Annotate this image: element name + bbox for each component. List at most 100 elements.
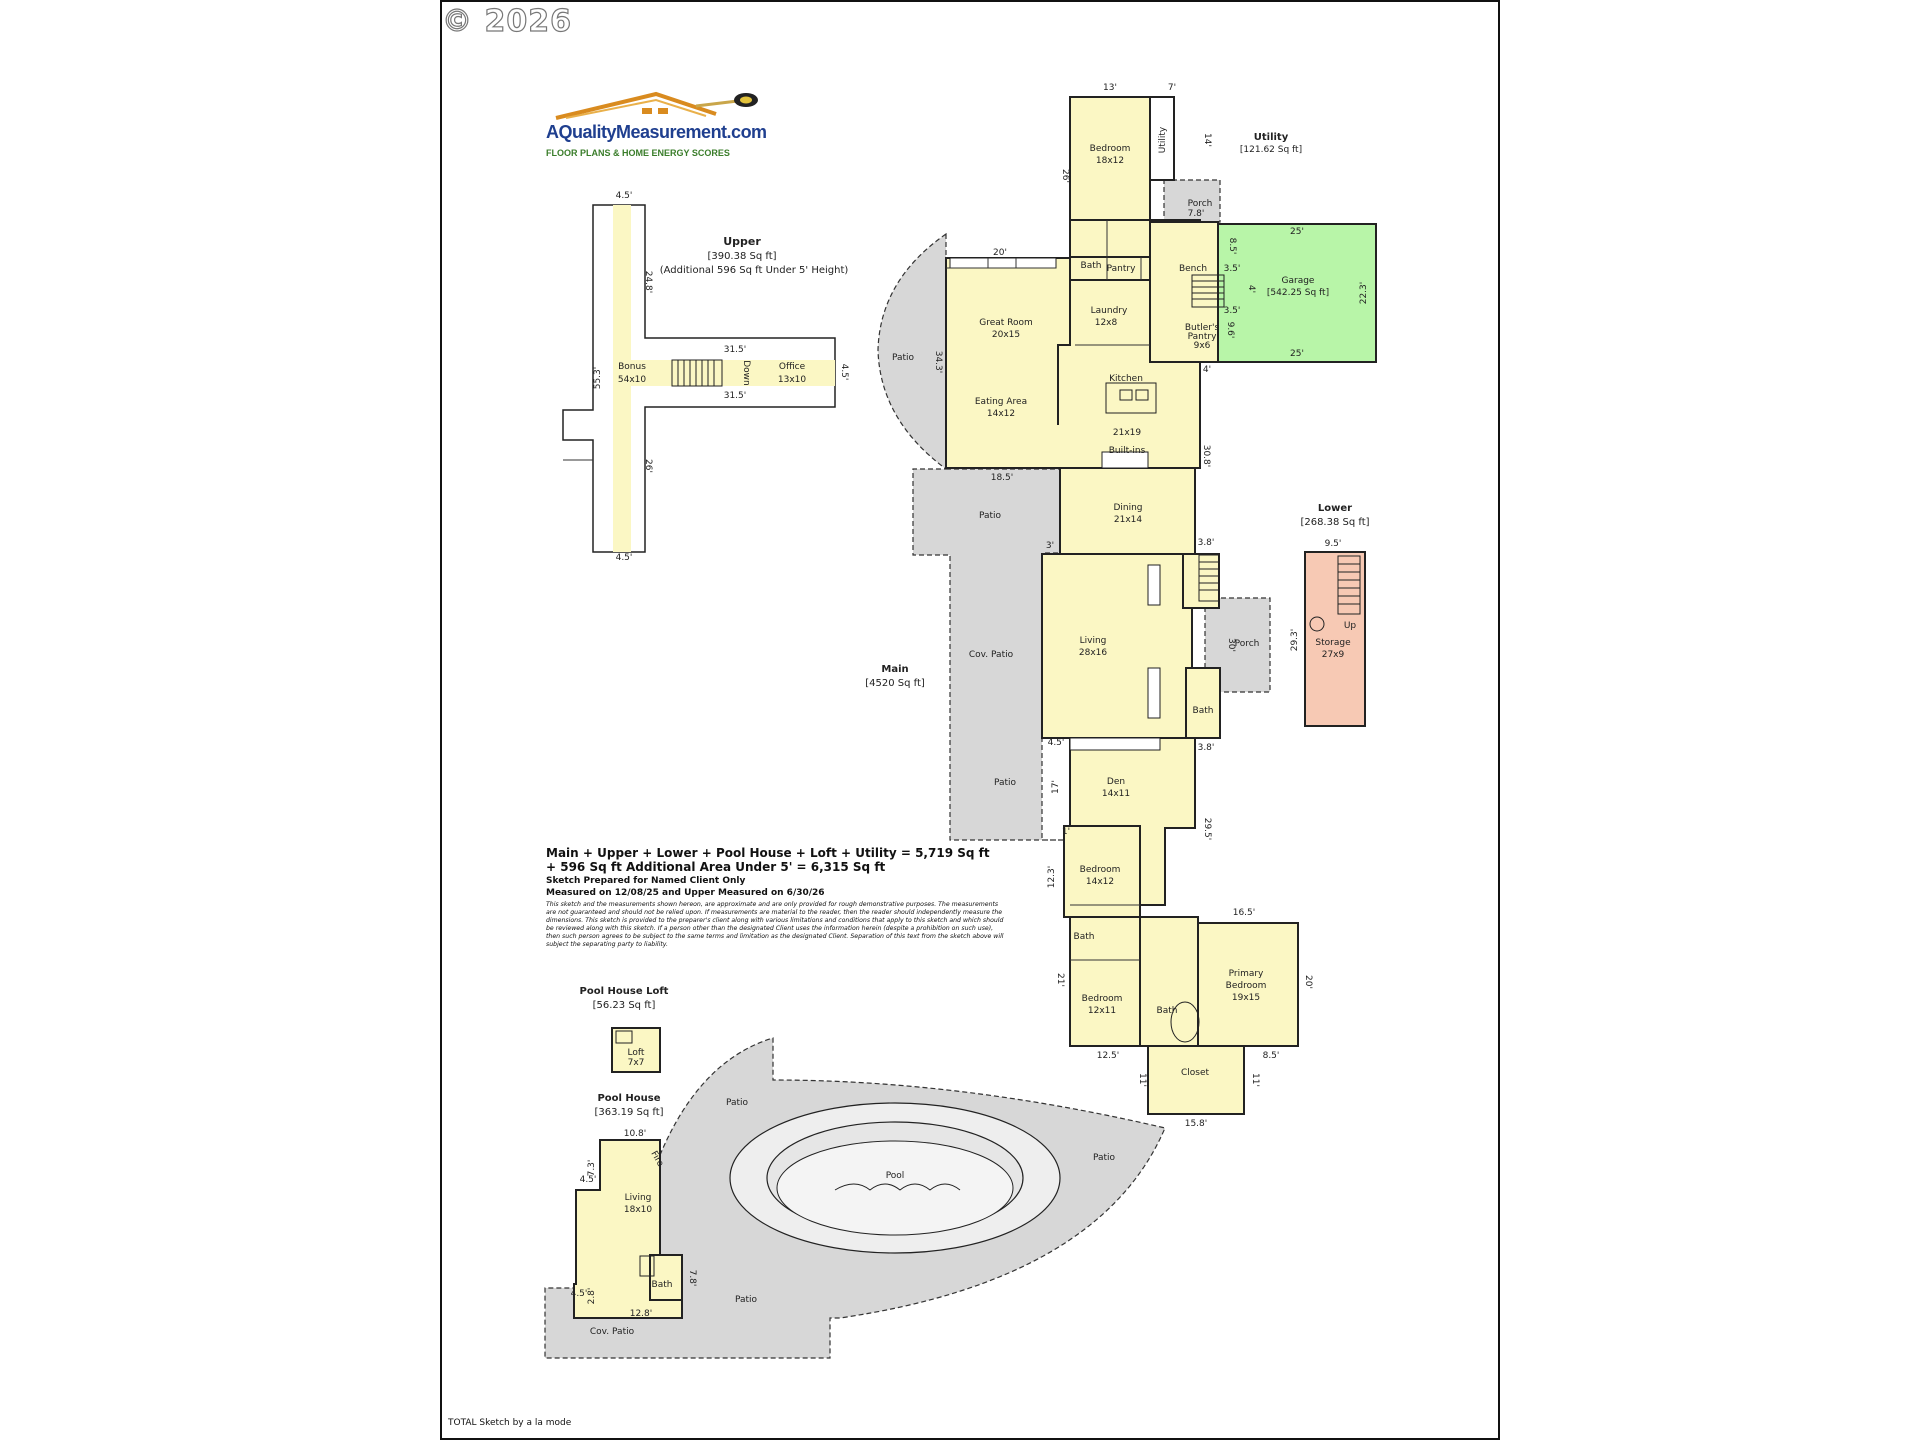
dim-7: 7' xyxy=(1168,83,1176,93)
kitchen-name: Kitchen xyxy=(1109,374,1143,384)
lower-floor: Lower [268.38 Sq ft] Up Storage 27x9 9.5… xyxy=(1290,503,1370,727)
upper-floor: Upper [390.38 Sq ft] (Additional 596 Sq … xyxy=(562,191,849,563)
porch-side-area xyxy=(1204,597,1271,693)
dim-11-a: 11' xyxy=(1137,1073,1147,1087)
room-bedroom-1-size: 18x12 xyxy=(1096,156,1124,166)
upper-title: Upper xyxy=(723,235,761,248)
summary-line-4: Measured on 12/08/25 and Upper Measured … xyxy=(546,888,825,898)
living-size: 28x16 xyxy=(1079,648,1108,658)
cov-patio-label: Cov. Patio xyxy=(969,650,1014,660)
main-staircase-2 xyxy=(1198,554,1220,602)
summary-line-1: Main + Upper + Lower + Pool House + Loft… xyxy=(546,846,990,860)
dim-20: 20' xyxy=(993,248,1007,258)
bath-2-name: Bath xyxy=(1193,706,1214,716)
patio-label-pool-3: Patio xyxy=(735,1295,758,1305)
room-utility xyxy=(1149,96,1175,181)
dim-14: 14' xyxy=(1202,133,1212,147)
main-staircase-1 xyxy=(1191,274,1225,308)
room-dining xyxy=(1059,467,1196,555)
main-patios xyxy=(877,179,1271,841)
dim-18-5: 18.5' xyxy=(991,473,1014,483)
dim-upper-553: 55.3' xyxy=(593,367,603,390)
room-bonus-name: Bonus xyxy=(618,362,646,372)
dim-8-5-b: 8.5' xyxy=(1263,1051,1280,1061)
porch-top-area xyxy=(1163,179,1221,223)
patio-label-3: Patio xyxy=(994,778,1017,788)
pool-living-size: 18x10 xyxy=(624,1205,653,1215)
dim-pool-12-8: 12.8' xyxy=(630,1309,653,1319)
butlers-name-1: Butler's xyxy=(1185,323,1220,333)
dim-8-5: 8.5' xyxy=(1227,238,1237,255)
upper-area: [390.38 Sq ft] xyxy=(707,251,776,262)
kitchen-builtins: Built-ins xyxy=(1109,446,1146,456)
dim-lower-29-3: 29.3' xyxy=(1290,629,1300,652)
pool-cov-patio-label: Cov. Patio xyxy=(590,1327,635,1337)
dim-4-a: 4' xyxy=(1246,285,1256,293)
porch-top-name: Porch xyxy=(1188,199,1213,209)
storage-size: 27x9 xyxy=(1322,650,1345,660)
upper-staircase xyxy=(671,359,723,387)
company-logo: AQualityMeasurement.com FLOOR PLANS & HO… xyxy=(546,86,767,176)
bench-name: Bench xyxy=(1179,264,1207,274)
dim-22-3: 22.3' xyxy=(1359,282,1369,305)
room-stairs-butlers xyxy=(1149,221,1219,363)
dim-upper-top: 4.5' xyxy=(616,191,633,201)
laundry-size: 12x8 xyxy=(1095,318,1118,328)
bath-1-name: Bath xyxy=(1081,261,1102,271)
pool-label: Pool xyxy=(886,1171,905,1181)
dim-12-3: 12.3' xyxy=(1047,866,1057,889)
copyright-watermark: © 2026 xyxy=(441,3,572,39)
dim-25-bottom: 25' xyxy=(1290,349,1304,359)
room-living xyxy=(1041,553,1193,739)
room-office-size: 13x10 xyxy=(778,375,807,385)
closet-name: Closet xyxy=(1181,1068,1210,1078)
summary-line-3: Sketch Prepared for Named Client Only xyxy=(546,876,746,886)
bath-4-name: Bath xyxy=(1157,1006,1178,1016)
main-area: [4520 Sq ft] xyxy=(865,678,925,689)
utility-area: [121.62 Sq ft] xyxy=(1240,145,1302,155)
room-utility-name: Utility xyxy=(1158,126,1168,153)
water-heater-icon xyxy=(1309,616,1325,632)
dim-pool-4-5: 4.5' xyxy=(580,1175,597,1185)
dim-3-5-b: 3.5' xyxy=(1224,306,1241,316)
dim-pool-4-5-b: 4.5' xyxy=(571,1289,588,1299)
dim-3-5-a: 3.5' xyxy=(1224,264,1241,274)
primary-size: 19x15 xyxy=(1232,993,1260,1003)
bedroom-2-size: 14x12 xyxy=(1086,877,1114,887)
room-bedroom-2 xyxy=(1063,825,1141,918)
lower-staircase xyxy=(1337,555,1361,615)
eating-name: Eating Area xyxy=(975,397,1027,407)
room-pool-bath xyxy=(649,1254,683,1301)
dim-1: 1' xyxy=(1062,827,1070,837)
main-floor-details xyxy=(946,220,1225,1046)
dim-upper-315-top: 31.5' xyxy=(724,345,747,355)
pool-loft-title: Pool House Loft xyxy=(580,986,669,997)
patio-label-pool-1: Patio xyxy=(726,1098,749,1108)
pool-living-name: Living xyxy=(625,1193,652,1203)
logo-brand-text: AQualityMeasurement.com xyxy=(546,122,767,142)
room-office-name: Office xyxy=(779,362,806,372)
dim-13: 13' xyxy=(1103,83,1117,93)
main-labels: Bedroom 18x12 Utility Utility [121.62 Sq… xyxy=(865,83,1369,1129)
garage-title: Garage xyxy=(1282,276,1315,286)
primary-name-2: Bedroom xyxy=(1226,981,1267,991)
dim-upper-26: 26' xyxy=(643,459,653,473)
eating-size: 14x12 xyxy=(987,409,1015,419)
dim-30-8: 30.8' xyxy=(1201,445,1211,468)
dim-7-8: 7.8' xyxy=(1188,209,1205,219)
den-size: 14x11 xyxy=(1102,789,1130,799)
dim-20-b: 20' xyxy=(1303,975,1313,989)
dim-25-top: 25' xyxy=(1290,227,1304,237)
dim-4-5: 4.5' xyxy=(1048,738,1065,748)
dim-3-8-b: 3.8' xyxy=(1198,743,1215,753)
dim-upper-315-bottom: 31.5' xyxy=(724,391,747,401)
house-roof-logo-icon xyxy=(555,91,758,120)
storage-name: Storage xyxy=(1315,638,1351,648)
upper-note: (Additional 596 Sq ft Under 5' Height) xyxy=(660,265,849,276)
lower-title: Lower xyxy=(1318,503,1352,514)
garage-area: [542.25 Sq ft] xyxy=(1267,288,1329,298)
lower-up-label: Up xyxy=(1344,621,1357,631)
room-closet xyxy=(1147,1045,1245,1115)
laundry-name: Laundry xyxy=(1091,306,1128,316)
